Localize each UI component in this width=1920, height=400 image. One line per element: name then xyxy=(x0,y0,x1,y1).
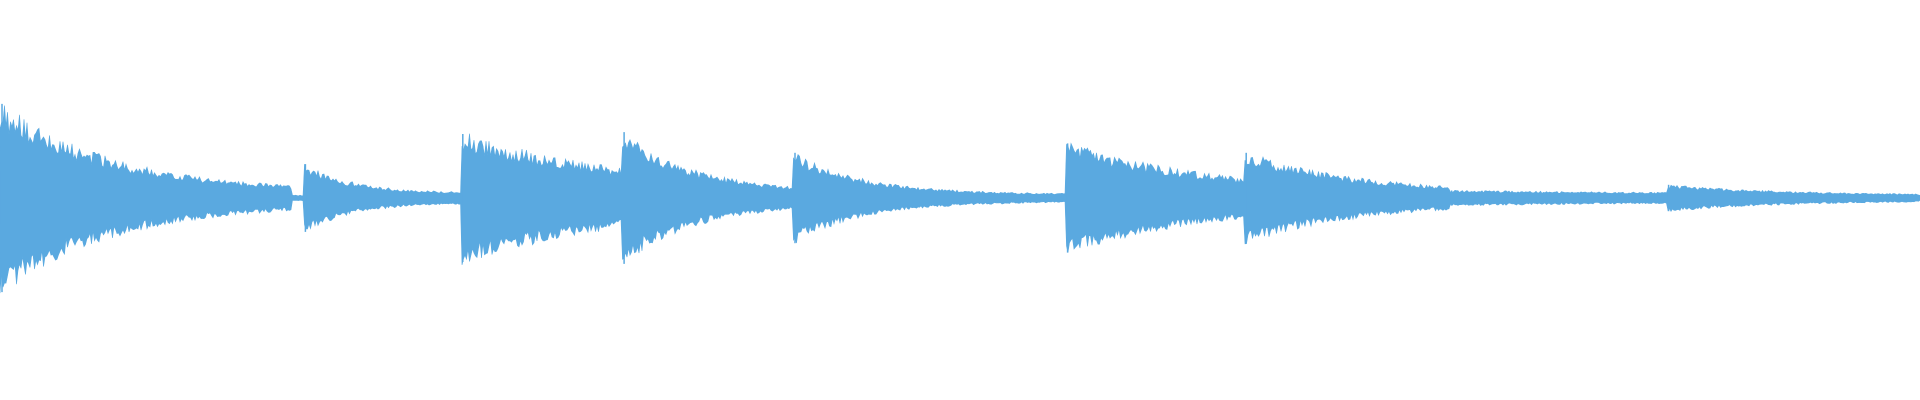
waveform-envelope xyxy=(0,105,1920,294)
